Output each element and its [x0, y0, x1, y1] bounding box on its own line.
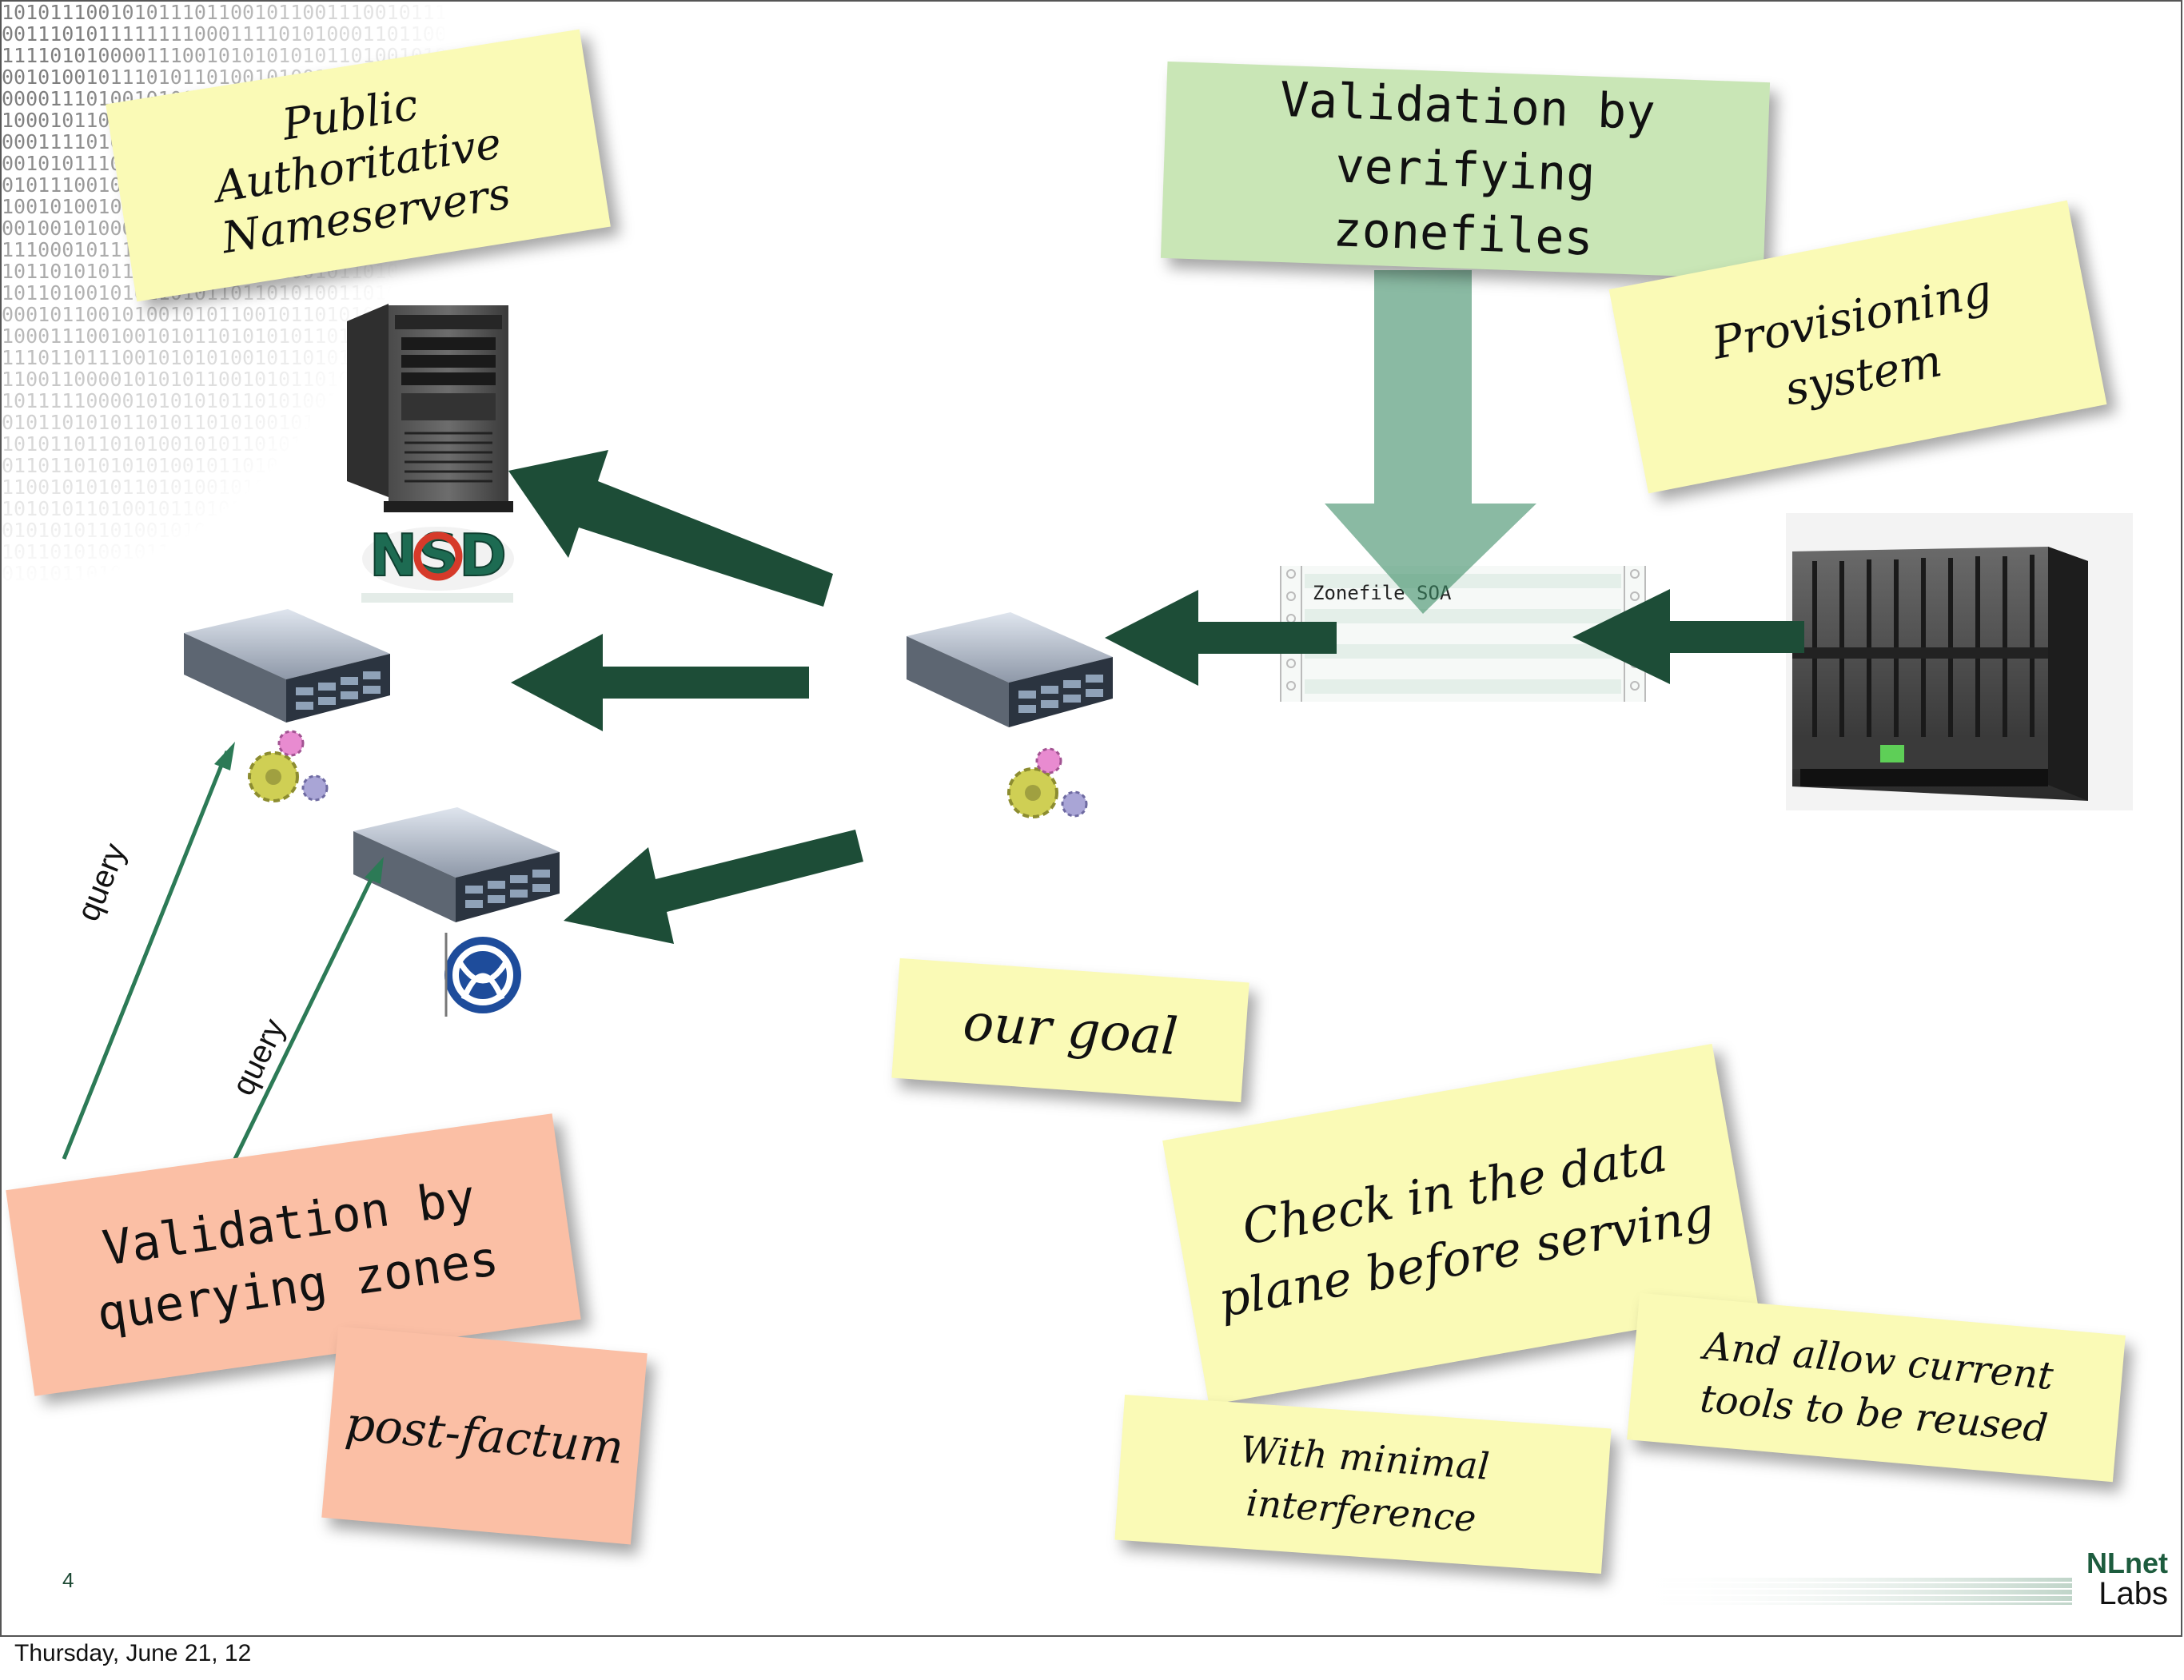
- logo-line-2: Labs: [2098, 1576, 2168, 1611]
- slide-number: 4: [62, 1568, 74, 1592]
- gears-icon: [248, 730, 329, 802]
- gears-icon: [1007, 747, 1088, 818]
- query-arrow-left: [62, 742, 235, 1160]
- arrow-to-server-1: [511, 634, 809, 731]
- rack-server-icon: [353, 807, 560, 922]
- note-line: post-factum: [343, 1395, 626, 1475]
- note-our-goal: our goal: [891, 957, 1249, 1103]
- logo-line-1: NLnet: [2086, 1547, 2168, 1579]
- arrow-to-server-2: [564, 830, 863, 944]
- note-line: verifying: [1334, 137, 1596, 203]
- note-validation-verifying: Validation by verifying zonefiles: [1160, 61, 1771, 280]
- slide: 1010111001010111011001011001110010111110…: [0, 0, 2182, 1637]
- arrow-blade-to-zonefile: [1572, 589, 1804, 684]
- arrow-zonefile-to-server: [1105, 590, 1337, 686]
- knot-logo-icon: [444, 933, 521, 1017]
- validation-down-arrow: [1325, 270, 1536, 614]
- blade-enclosure-icon: [1786, 513, 2133, 810]
- note-line: zonefiles: [1332, 201, 1594, 267]
- nlnet-labs-logo: NLnet Labs: [2064, 1547, 2168, 1611]
- rack-server-icon: [907, 612, 1113, 727]
- note-line: our goal: [961, 993, 1180, 1068]
- tower-server-icon: [347, 304, 513, 512]
- arrow-to-nsd: [508, 450, 833, 607]
- footer-date: Thursday, June 21, 12: [14, 1640, 252, 1666]
- zonefile-strip: Zonefile SOA: [1280, 566, 1646, 702]
- footer-decoration: [1624, 1578, 2072, 1605]
- note-post-factum: post-factum: [321, 1326, 648, 1545]
- nsd-logo-icon: NSD: [361, 521, 514, 603]
- query-arrow-right: [233, 857, 384, 1160]
- rack-server-icon: [184, 609, 390, 723]
- diagram-canvas: NSD: [62, 270, 2133, 1605]
- note-line: Validation by: [1278, 71, 1656, 141]
